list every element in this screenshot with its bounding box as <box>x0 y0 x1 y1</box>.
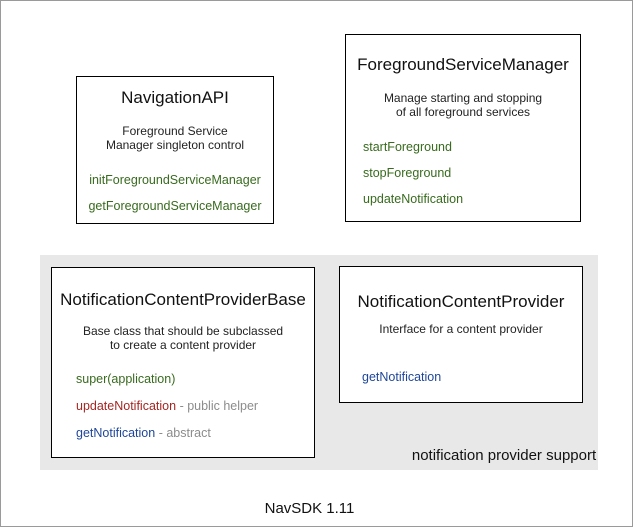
region-label: notification provider support <box>411 447 597 464</box>
navigation-api-methods: initForegroundServiceManager getForegrou… <box>77 172 273 214</box>
notification-provider-support-region: NotificationContentProviderBase Base cla… <box>40 255 598 470</box>
method-annotation: - abstract <box>158 426 211 440</box>
notification-content-provider-title: NotificationContentProvider <box>357 292 565 311</box>
navigation-api-description: Foreground Service Manager singleton con… <box>77 124 273 152</box>
diagram-caption: NavSDK 1.11 <box>264 500 355 517</box>
notification-content-provider-base-title: NotificationContentProviderBase <box>60 290 306 309</box>
notification-content-provider-description: Interface for a content provider <box>340 322 582 336</box>
notification-content-provider-base-methods: super(application) updateNotification - … <box>52 371 314 441</box>
description-line: Base class that should be subclassed <box>82 324 284 338</box>
description-line: Manage starting and stopping <box>383 91 543 105</box>
foreground-service-manager-title: ForegroundServiceManager <box>357 55 569 74</box>
method-update-notification: updateNotification <box>363 192 464 206</box>
description-line: Manager singleton control <box>105 138 245 152</box>
description-line: to create a content provider <box>109 338 257 352</box>
foreground-service-manager-description: Manage starting and stopping of all fore… <box>346 91 580 119</box>
navigation-api-box: NavigationAPI Foreground Service Manager… <box>76 76 274 224</box>
description-line: Foreground Service <box>122 124 228 138</box>
description-line: Interface for a content provider <box>379 322 543 336</box>
description-line: of all foreground services <box>395 105 531 119</box>
navigation-api-title: NavigationAPI <box>121 88 229 107</box>
notification-content-provider-base-description: Base class that should be subclassed to … <box>52 324 314 352</box>
method-stop-foreground: stopForeground <box>363 166 452 180</box>
method-super-application: super(application) <box>76 372 176 386</box>
method-get-notification: getNotification - abstract <box>76 426 211 440</box>
method-start-foreground: startForeground <box>363 140 452 154</box>
method-update-notification: updateNotification - public helper <box>76 399 259 413</box>
method-get-notification: getNotification <box>362 370 442 384</box>
method-init-foreground-service-manager: initForegroundServiceManager <box>89 173 261 187</box>
notification-content-provider-base-box: NotificationContentProviderBase Base cla… <box>51 267 315 458</box>
method-get-foreground-service-manager: getForegroundServiceManager <box>88 199 262 213</box>
foreground-service-manager-box: ForegroundServiceManager Manage starting… <box>345 34 581 222</box>
method-annotation: - public helper <box>179 399 259 413</box>
foreground-service-manager-methods: startForeground stopForeground updateNot… <box>346 139 580 207</box>
notification-content-provider-box: NotificationContentProvider Interface fo… <box>339 266 583 403</box>
notification-content-provider-methods: getNotification <box>340 369 582 385</box>
